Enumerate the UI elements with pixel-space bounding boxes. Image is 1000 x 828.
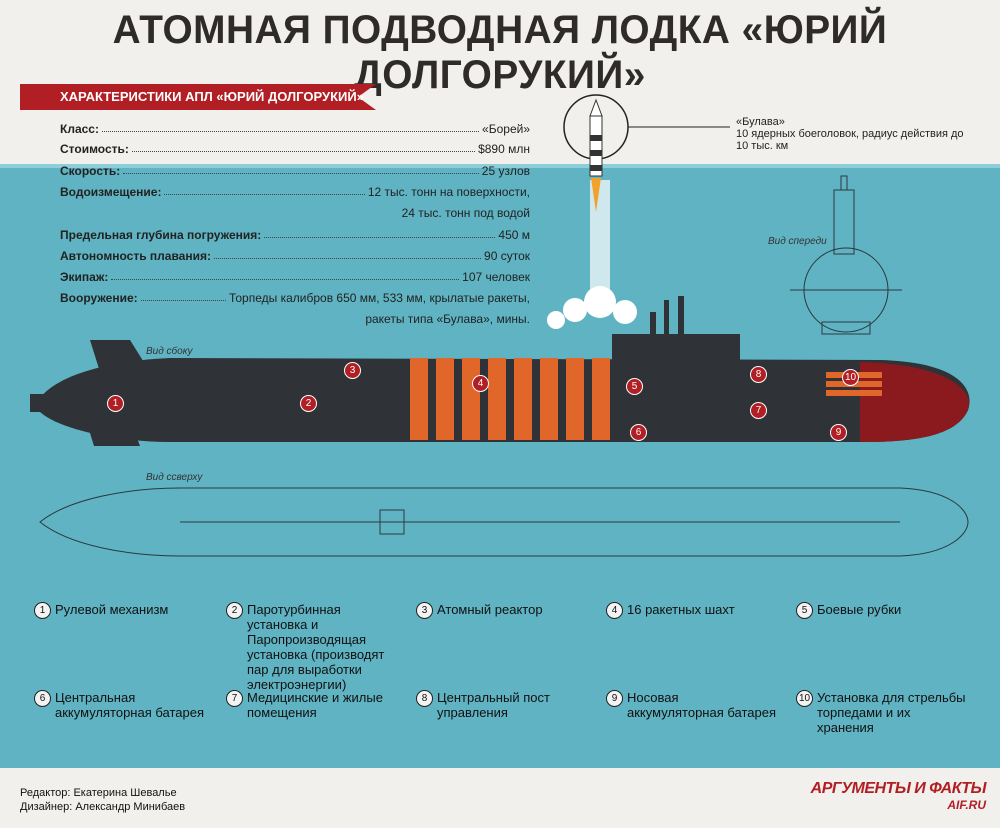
front-view xyxy=(790,175,902,335)
spec-row: Предельная глубина погружения: 450 м xyxy=(60,228,530,242)
legend-item: 1 Рулевой механизм xyxy=(34,602,214,619)
logo-name: АРГУМЕНТЫ И ФАКТЫ xyxy=(810,780,987,797)
spec-value: $890 млн xyxy=(478,142,530,156)
spec-value: 12 тыс. тонн на поверхности, xyxy=(367,185,530,199)
legend-badge: 1 xyxy=(34,602,51,619)
aif-logo: АРГУМЕНТЫ И ФАКТЫ AIF.RU xyxy=(810,780,987,812)
spec-value: 25 узлов xyxy=(481,164,530,178)
legend-text: Боевые рубки xyxy=(817,602,902,617)
legend-badge: 9 xyxy=(606,690,623,707)
legend-badge: 7 xyxy=(226,690,243,707)
marker-1: 1 xyxy=(107,395,124,412)
spec-label: Скорость: xyxy=(60,164,121,178)
marker-4: 4 xyxy=(472,375,489,392)
spec-value: Торпеды калибров 650 мм, 533 мм, крылаты… xyxy=(228,291,530,305)
front-view-label: Вид спереди xyxy=(768,236,827,247)
legend-badge: 5 xyxy=(796,602,813,619)
legend-item: 4 16 ракетных шахт xyxy=(606,602,786,619)
legend-badge: 2 xyxy=(226,602,243,619)
spec-row: Экипаж: 107 человек xyxy=(60,270,530,284)
specs-ribbon xyxy=(20,84,360,110)
credits: Редактор: Екатерина Шевалье Дизайнер: Ал… xyxy=(20,786,185,814)
spec-row: Скорость: 25 узлов xyxy=(60,164,530,178)
legend-text: Центральный пост управления xyxy=(437,690,550,720)
legend-text: Установка для стрельбы торпедами и их хр… xyxy=(817,690,966,735)
spec-row: Класс: «Борей» xyxy=(60,122,530,136)
spec-value: «Борей» xyxy=(482,122,530,136)
legend-text: 16 ракетных шахт xyxy=(627,602,735,617)
page-title: АТОМНАЯ ПОДВОДНАЯ ЛОДКА «ЮРИЙ ДОЛГОРУКИЙ… xyxy=(112,8,888,97)
top-view-hull xyxy=(39,487,969,557)
legend-badge: 6 xyxy=(34,690,51,707)
marker-2: 2 xyxy=(300,395,317,412)
marker-3: 3 xyxy=(344,362,361,379)
missile-tubes xyxy=(410,358,610,440)
designer-credit: Дизайнер: Александр Минибаев xyxy=(20,801,186,813)
marker-8: 8 xyxy=(750,366,767,383)
legend-badge: 3 xyxy=(416,602,433,619)
legend-text: Атомный реактор xyxy=(437,602,543,617)
spec-value: 107 человек xyxy=(462,270,530,284)
editor-credit: Редактор: Екатерина Шевалье xyxy=(20,787,177,799)
spec-label: Стоимость: xyxy=(60,142,129,156)
sea-background xyxy=(0,168,1000,768)
specs-ribbon-tail xyxy=(358,84,376,110)
legend-text: Центральная аккумуляторная батарея xyxy=(55,690,204,720)
spec-row: Водоизмещение: 12 тыс. тонн на поверхност… xyxy=(60,185,530,199)
top-view-label: Вид ссверху xyxy=(146,472,203,483)
spec-label: Класс: xyxy=(60,122,99,136)
spec-value: 450 м xyxy=(498,228,530,242)
missile-name: «Булава» xyxy=(736,116,785,128)
spec-label: Предельная глубина погружения: xyxy=(60,228,262,242)
spec-value-continuation: ракеты типа «Булава», мины. xyxy=(365,312,530,326)
spec-row: Вооружение: Торпеды калибров 650 мм, 533 … xyxy=(60,291,530,305)
specs-header: ХАРАКТЕРИСТИКИ АПЛ «ЮРИЙ ДОЛГОРУКИЙ» xyxy=(60,89,364,104)
logo-site: AIF.RU xyxy=(947,798,986,812)
legend-text: Рулевой механизм xyxy=(55,602,169,617)
spec-value: 90 суток xyxy=(484,249,530,263)
legend-text: Паротурбинная установка и Паропроизводящ… xyxy=(247,602,385,692)
legend-badge: 4 xyxy=(606,602,623,619)
marker-9: 9 xyxy=(830,424,847,441)
legend-text: Медицинские и жилые помещения xyxy=(247,690,383,720)
spec-value-continuation: 24 тыс. тонн под водой xyxy=(401,206,530,220)
missile-description: 10 ядерных боеголовок, радиус действия д… xyxy=(736,128,964,152)
spec-label: Экипаж: xyxy=(60,270,109,284)
legend-badge: 8 xyxy=(416,690,433,707)
legend-item: 5 Боевые рубки xyxy=(796,602,976,619)
spec-row: Автономность плавания: 90 суток xyxy=(60,249,530,263)
legend-text: Носовая аккумуляторная батарея xyxy=(627,690,776,720)
legend-item: 3 Атомный реактор xyxy=(416,602,596,619)
marker-10: 10 xyxy=(842,369,859,386)
legend-badge: 10 xyxy=(796,690,813,707)
missile-launch xyxy=(547,94,730,329)
missile-callout: «Булава» 10 ядерных боеголовок, радиус д… xyxy=(736,116,976,152)
marker-7: 7 xyxy=(750,402,767,419)
side-view-label: Вид сбоку xyxy=(146,346,193,357)
marker-5: 5 xyxy=(626,378,643,395)
spec-label: Автономность плавания: xyxy=(60,249,211,263)
side-view-hull xyxy=(30,296,970,446)
spec-row: Стоимость: $890 млн xyxy=(60,142,530,156)
spec-label: Водоизмещение: xyxy=(60,185,162,199)
marker-6: 6 xyxy=(630,424,647,441)
spec-label: Вооружение: xyxy=(60,291,138,305)
